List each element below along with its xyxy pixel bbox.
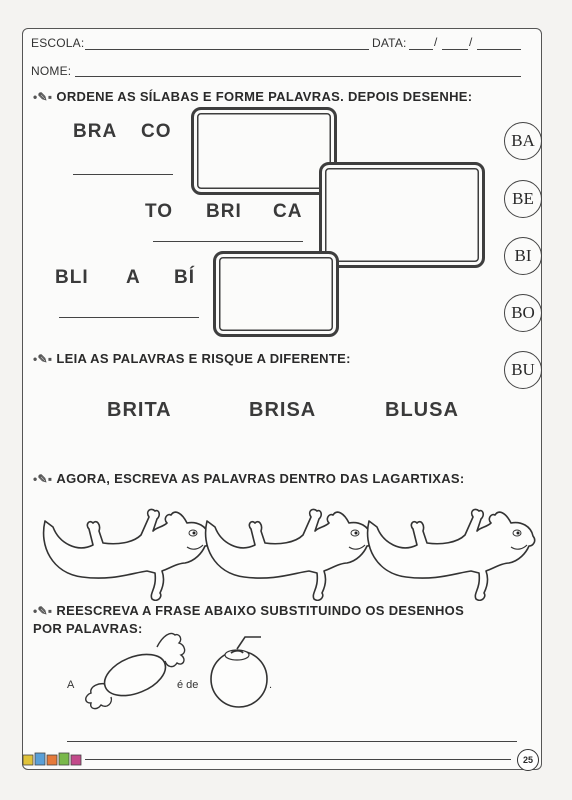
footer-logo-icon [22, 752, 82, 766]
instruction-text: AGORA, ESCREVA AS PALAVRAS DENTRO DAS LA… [56, 471, 465, 486]
instruction-agora: •✎▪ AGORA, ESCREVA AS PALAVRAS DENTRO DA… [33, 471, 465, 486]
data-label: DATA: [372, 36, 407, 50]
syllable: BÍ [174, 267, 195, 288]
drawing-box-3[interactable] [213, 251, 339, 337]
syllable: CO [141, 121, 172, 142]
syllable-circle: BA [504, 122, 542, 160]
data-separator: / [469, 35, 473, 49]
instruction-text: ORDENE AS SÍLABAS E FORME PALAVRAS. DEPO… [56, 89, 473, 104]
nome-label: NOME: [31, 64, 72, 78]
syllable: TO [145, 201, 174, 222]
pencil-bullet-icon: •✎▪ [33, 89, 53, 104]
word-option[interactable]: BRISA [249, 399, 317, 421]
syllable: CA [273, 201, 303, 222]
word-option[interactable]: BLUSA [385, 399, 459, 421]
escola-field[interactable] [85, 49, 369, 50]
data-day-field[interactable] [409, 49, 433, 50]
instruction-leia: •✎▪ LEIA AS PALAVRAS E RISQUE A DIFERENT… [33, 351, 351, 366]
syllable-circle: BU [504, 351, 542, 389]
sentence-text: . [269, 679, 273, 691]
nome-field[interactable] [75, 76, 521, 77]
answer-sentence-line[interactable] [67, 741, 517, 742]
lizard-icon[interactable] [366, 508, 536, 601]
lizard-icon[interactable] [204, 508, 374, 601]
worksheet-page: ESCOLA: DATA: / / NOME: •✎▪ ORDENE AS SÍ… [22, 28, 542, 771]
sentence-text: é de [177, 679, 199, 691]
instruction-ordene: •✎▪ ORDENE AS SÍLABAS E FORME PALAVRAS. … [33, 89, 472, 104]
instruction-reescreva: •✎▪ REESCREVA A FRASE ABAIXO SUBSTITUIND… [33, 603, 464, 618]
instruction-text: REESCREVA A FRASE ABAIXO SUBSTITUINDO OS… [56, 603, 465, 618]
syllable-circle: BO [504, 294, 542, 332]
answer-line-3[interactable] [59, 317, 199, 318]
data-month-field[interactable] [442, 49, 468, 50]
drawing-box-1[interactable] [191, 107, 337, 195]
syllable: BRI [206, 201, 242, 222]
syllable-circle: BE [504, 180, 542, 218]
syllable: A [126, 267, 141, 288]
answer-line-2[interactable] [153, 241, 303, 242]
footer-rule [85, 759, 511, 760]
pencil-bullet-icon: •✎▪ [33, 471, 53, 486]
syllable: BRA [73, 121, 118, 142]
instruction-text-continued: POR PALAVRAS: [33, 621, 143, 636]
page-number: 25 [517, 749, 539, 771]
data-separator: / [434, 35, 438, 49]
drawing-box-2[interactable] [319, 162, 485, 268]
pencil-bullet-icon: •✎▪ [33, 351, 53, 366]
candy-icon [85, 632, 186, 710]
lizards-row [42, 508, 536, 601]
coconut-icon [210, 636, 268, 708]
answer-line-1[interactable] [73, 174, 173, 175]
data-year-field[interactable] [477, 49, 521, 50]
pencil-bullet-icon: •✎▪ [33, 603, 53, 618]
escola-label: ESCOLA: [31, 36, 85, 50]
lizard-icon[interactable] [42, 508, 212, 601]
sentence-text: A [67, 679, 75, 691]
syllable-circle: BI [504, 237, 542, 275]
syllable: BLI [55, 267, 89, 288]
instruction-text: LEIA AS PALAVRAS E RISQUE A DIFERENTE: [56, 351, 351, 366]
word-option[interactable]: BRITA [107, 399, 172, 421]
